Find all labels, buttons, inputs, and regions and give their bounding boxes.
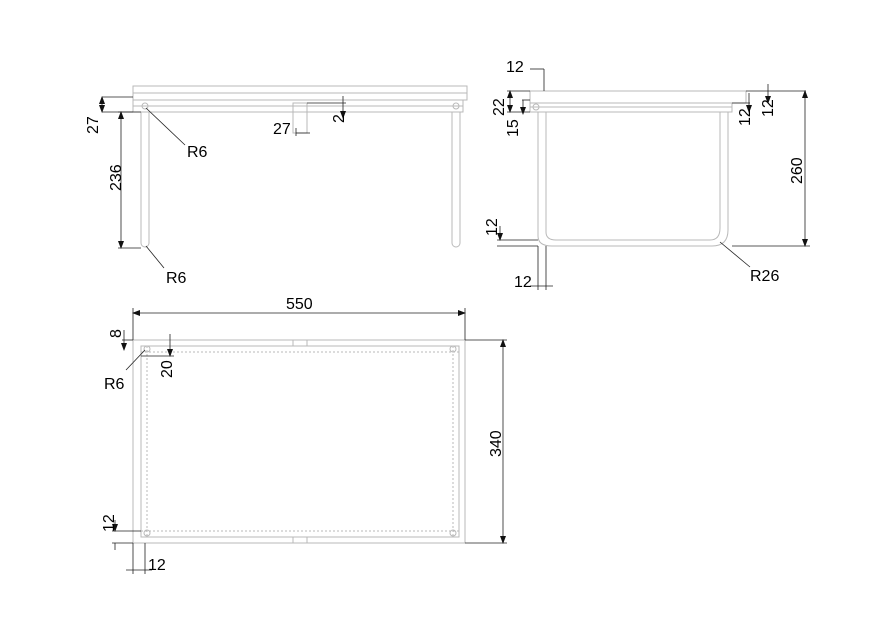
side-bend-radius-label: R26	[750, 268, 779, 285]
front-leg-radius-label: R6	[187, 144, 208, 161]
front-dim-height: 236	[108, 111, 141, 249]
side-dim-bottom-rail: 12	[484, 218, 538, 247]
side-dim-rail-top: 12	[746, 84, 806, 117]
top-dim-inset: 20	[141, 334, 176, 378]
front-gap-width-label: 27	[273, 121, 291, 138]
side-rail-top-label: 12	[760, 99, 777, 117]
side-dim-tube: 12	[514, 246, 553, 291]
top-width-label: 550	[286, 296, 313, 313]
side-overhang-label: 12	[506, 59, 524, 76]
top-leg-size-label: 12	[148, 557, 166, 574]
front-dim-top-thickness: 27	[85, 96, 133, 134]
front-top-thickness-label: 27	[85, 116, 102, 134]
top-depth-label: 340	[488, 430, 505, 457]
top-dim-leg-size: 12	[126, 543, 166, 574]
front-foot-radius-label: R6	[166, 270, 187, 287]
side-dim-overhang: 12	[506, 59, 545, 91]
front-height-label: 236	[108, 164, 125, 191]
side-bottom-rail-label: 12	[484, 218, 501, 236]
top-dim-bottom-inset: 12	[101, 514, 141, 550]
side-tube-label: 12	[514, 274, 532, 291]
top-inset-label: 20	[159, 360, 176, 378]
top-corner-radius-label: R6	[104, 376, 125, 393]
side-frame-offset-label: 15	[505, 119, 522, 137]
side-dim-rail-bottom: 12	[732, 93, 754, 126]
side-dim-top-thickness: 22	[491, 90, 530, 116]
top-outline	[132, 339, 466, 544]
front-center-tab	[292, 102, 308, 134]
top-dim-corner-radius: R6	[104, 349, 146, 393]
side-tabletop	[529, 90, 747, 113]
side-rail-bottom-label: 12	[737, 108, 754, 126]
side-top-thickness-label: 22	[491, 98, 508, 116]
front-leg-left	[140, 102, 150, 248]
top-bottom-inset-label: 12	[101, 514, 118, 532]
top-edge-label: 8	[108, 329, 125, 338]
side-dim-bend-radius: R26	[719, 241, 779, 285]
top-dim-edge: 8	[108, 329, 133, 351]
front-dim-gap: 27	[273, 121, 310, 138]
front-dim-gap-depth: 2	[307, 96, 348, 123]
front-dim-foot-radius: R6	[145, 245, 187, 287]
front-gap-depth-label: 2	[331, 114, 348, 123]
front-leg-right	[451, 102, 461, 248]
front-view: 27 236 R6 R6 27 2	[85, 85, 468, 287]
top-view: 550 340 8 20 R6 12	[101, 296, 507, 574]
front-dim-leg-radius: R6	[145, 107, 208, 161]
side-view: 12 22 15 12 12 260	[484, 59, 810, 291]
front-tabletop	[132, 85, 468, 113]
side-dim-frame-offset: 15	[505, 99, 530, 137]
side-height-label: 260	[789, 157, 806, 184]
top-dim-width: 550	[132, 296, 466, 340]
side-frame	[537, 112, 729, 247]
top-dim-depth: 340	[465, 339, 507, 544]
side-dim-height: 260	[732, 90, 810, 247]
